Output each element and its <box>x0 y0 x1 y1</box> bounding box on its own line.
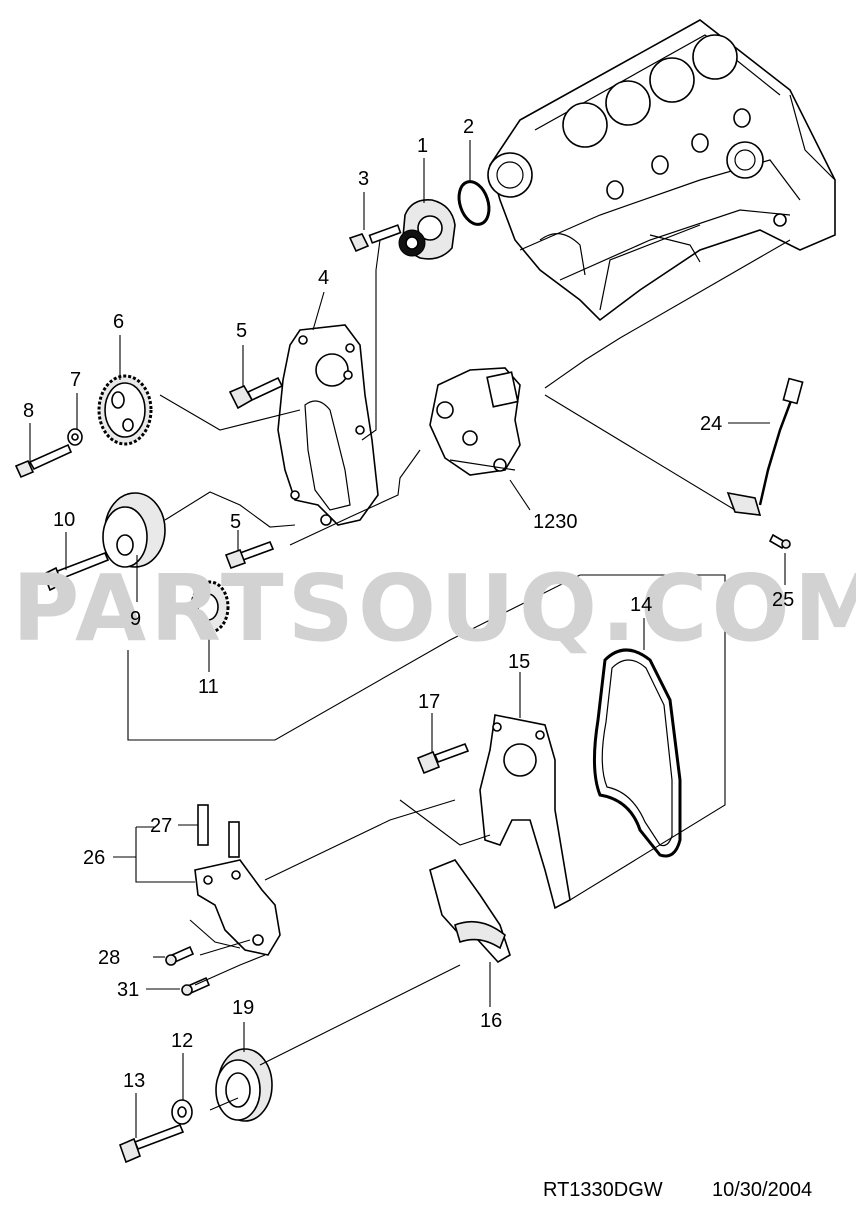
callout-15: 15 <box>508 651 530 673</box>
oil-pump-part <box>429 367 521 476</box>
callout-10: 10 <box>53 509 75 531</box>
callout-8: 8 <box>23 400 34 422</box>
callout-26: 26 <box>83 847 105 869</box>
engine-bracket-part <box>194 804 281 956</box>
callout-13: 13 <box>123 1070 145 1092</box>
callout-25: 25 <box>772 589 794 611</box>
callout-5-upper: 5 <box>236 320 247 342</box>
leader-lines <box>29 140 786 1138</box>
upper-front-cover-part <box>479 714 571 910</box>
bolt-part-31 <box>181 976 211 996</box>
crank-pulley-part <box>215 1048 273 1122</box>
callout-31: 31 <box>117 979 139 1001</box>
crankshaft-gear-part <box>190 580 230 634</box>
rear-timing-cover-part <box>277 324 379 526</box>
camshaft-gear-part <box>97 374 153 446</box>
callout-27: 27 <box>150 815 172 837</box>
watermark-text: PARTSOUQ.COM <box>12 555 856 662</box>
washer-part-7 <box>67 428 83 446</box>
callout-6: 6 <box>113 311 124 333</box>
tensioner-pulley-part <box>102 492 166 568</box>
callout-1: 1 <box>417 135 428 157</box>
crank-sensor-part <box>726 377 804 516</box>
lower-front-cover-part <box>429 859 511 964</box>
assembly-lines <box>127 239 791 1111</box>
callout-14: 14 <box>630 594 652 616</box>
callout-11: 11 <box>198 676 219 698</box>
callout-16: 16 <box>480 1010 502 1032</box>
callout-7: 7 <box>70 369 81 391</box>
callout-19: 19 <box>232 997 254 1019</box>
drawing-code: RT1330DGW <box>543 1179 663 1201</box>
callout-4: 4 <box>318 267 329 289</box>
callout-17: 17 <box>418 691 440 713</box>
bolt-part-8 <box>14 443 73 479</box>
bolt-part-3 <box>348 224 402 253</box>
callout-12: 12 <box>171 1030 193 1052</box>
bolt-part-5-upper <box>228 376 284 410</box>
callout-28: 28 <box>98 947 120 969</box>
bolt-part-28 <box>165 945 195 966</box>
callout-1230: 1230 <box>533 511 578 533</box>
washer-part-12 <box>171 1099 193 1125</box>
callout-5-lower: 5 <box>230 511 241 533</box>
timing-belt-part <box>592 648 682 858</box>
water-pump-part <box>398 198 456 260</box>
callout-9: 9 <box>130 608 141 630</box>
o-ring-part <box>457 180 491 226</box>
callout-2: 2 <box>463 116 474 138</box>
screw-part-25 <box>768 533 791 550</box>
bolt-part-10 <box>42 551 110 592</box>
callout-3: 3 <box>358 168 369 190</box>
bolt-part-13 <box>118 1123 185 1164</box>
bolt-part-5-lower <box>224 540 275 570</box>
callout-labels: 1 2 3 4 5 6 7 8 10 5 1230 24 25 9 14 11 … <box>23 116 794 1092</box>
engine-block <box>487 19 836 322</box>
bolt-part-17 <box>416 742 470 775</box>
drawing-date: 10/30/2004 <box>712 1179 812 1201</box>
callout-24: 24 <box>700 413 722 435</box>
